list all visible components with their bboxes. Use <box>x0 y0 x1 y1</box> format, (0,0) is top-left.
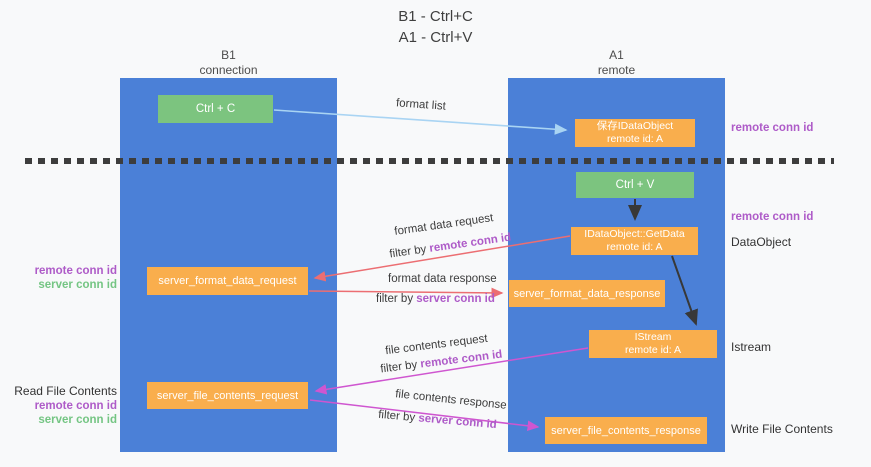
title-line-1: B1 - Ctrl+C <box>398 8 473 25</box>
istream-line1: IStream <box>634 331 672 343</box>
column-header-b1: B1 connection <box>120 48 337 78</box>
right-label-write-file-contents: Write File Contents <box>731 422 833 436</box>
left-label-server-conn-id-2: server conn id <box>38 414 117 426</box>
column-b1-name: B1 <box>221 48 236 62</box>
left-label-remote-conn-id-2: remote conn id <box>34 400 117 412</box>
saved-idataobject-box: 保存IDataObject remote id: A <box>575 119 695 147</box>
dashed-separator-line <box>25 158 834 164</box>
ctrl-c-box: Ctrl + C <box>158 95 273 123</box>
format-data-response-filter-label: filter by server conn id <box>376 293 495 305</box>
arrow-istream-to-file-request <box>314 347 589 395</box>
ctrl-v-label: Ctrl + V <box>615 179 655 191</box>
left-label-remote-conn-id-1: remote conn id <box>34 265 117 277</box>
istream-box: IStream remote id: A <box>589 330 717 358</box>
saved-idataobject-line1: 保存IDataObject <box>596 120 674 132</box>
server-file-contents-response-box: server_file_contents_response <box>545 417 707 444</box>
ctrl-v-box: Ctrl + V <box>576 172 694 198</box>
server-file-contents-request-label: server_file_contents_request <box>156 389 299 402</box>
format-data-response-label: format data response <box>388 273 497 285</box>
right-label-istream: Istream <box>731 340 772 354</box>
arrow-getdata-to-format-request <box>313 235 571 282</box>
server-file-contents-response-label: server_file_contents_response <box>551 424 701 437</box>
column-a1-name: A1 <box>609 48 624 62</box>
right-label-remote-conn-id-1: remote conn id <box>731 122 814 134</box>
server-file-contents-request-box: server_file_contents_request <box>147 382 308 409</box>
column-a1-subtitle: remote <box>597 63 636 77</box>
server-format-data-request-box: server_format_data_request <box>147 267 308 295</box>
getdata-line1: IDataObject::GetData <box>584 228 685 240</box>
left-label-server-conn-id-1: server conn id <box>38 279 117 291</box>
saved-idataobject-line2: remote id: A <box>606 133 664 145</box>
getdata-box: IDataObject::GetData remote id: A <box>571 227 698 255</box>
server-format-data-response-box: server_format_data_response <box>509 280 665 307</box>
arrow-file-request-to-response <box>309 399 540 431</box>
istream-line2: remote id: A <box>624 344 682 356</box>
server-format-data-response-label: server_format_data_response <box>513 287 661 300</box>
column-header-a1: A1 remote <box>508 48 725 78</box>
left-label-read-file-contents: Read File Contents <box>14 384 117 398</box>
page-title: B1 - Ctrl+C A1 - Ctrl+V <box>0 6 871 48</box>
server-format-data-request-label: server_format_data_request <box>158 275 297 287</box>
arrow-format-request-to-response <box>308 287 504 299</box>
column-b1-subtitle: connection <box>199 63 258 77</box>
filter-by-text: filter by <box>376 293 417 305</box>
title-line-2: A1 - Ctrl+V <box>398 29 473 46</box>
right-label-remote-conn-id-2: remote conn id <box>731 211 814 223</box>
server-conn-id-key: server conn id <box>416 293 495 305</box>
ctrl-c-label: Ctrl + C <box>195 103 236 115</box>
getdata-line2: remote id: A <box>606 241 663 253</box>
arrow-format-list <box>273 109 568 135</box>
arrow-getdata-to-istream <box>671 255 698 326</box>
right-label-dataobject: DataObject <box>731 235 792 249</box>
